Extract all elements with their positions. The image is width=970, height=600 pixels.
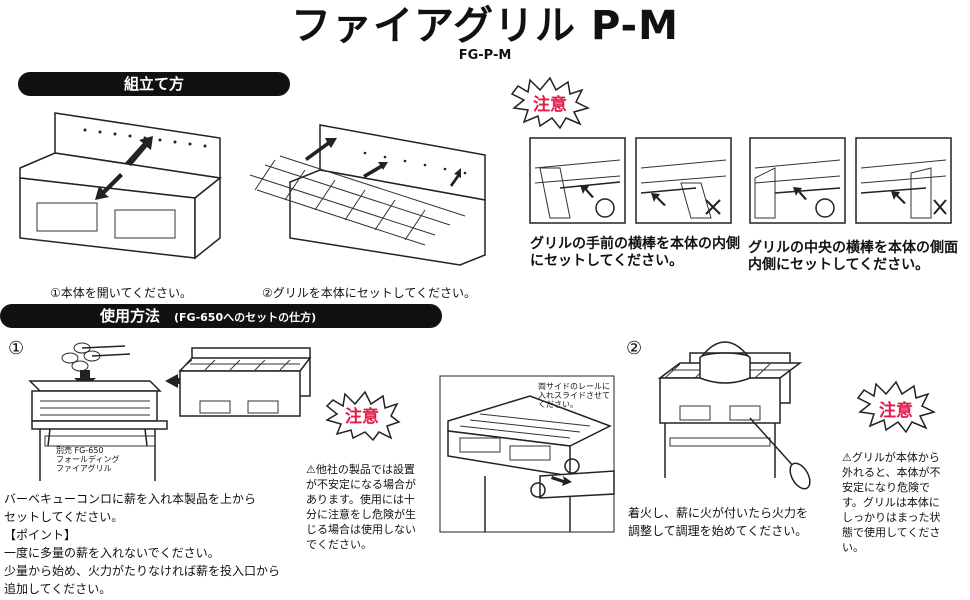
sold-separately-label: 別売 FG-650 フォールディング ファイアグリル (56, 446, 120, 473)
assembly-heading: 組立て方 (123, 75, 184, 93)
step2-illustration (657, 341, 811, 490)
caution-text-middle: ⚠他社の製品では設置 が不安定になる場合が あります。使用には十 分に注意をし危… (306, 463, 416, 551)
step1-text: バーベキューコンロに薪を入れ本製品を上から セットしてください。 【ポイント】 … (4, 492, 281, 596)
rail-slide-illustration (439, 375, 615, 533)
caution-panel-ok-1 (529, 137, 626, 224)
assembly-step1-caption: ①本体を開いてください。 (50, 286, 193, 300)
assembly-step2-illustration (249, 124, 486, 266)
caution-badge-top: 注意 (533, 95, 567, 115)
caution-burst-icon-right (856, 380, 937, 434)
usage-subheading: (FG-650へのセットの仕方) (174, 311, 317, 324)
usage-banner: 使用方法 (FG-650へのセットの仕方) (0, 304, 442, 328)
step1-illustration (28, 342, 312, 481)
caution-note-right: グリルの中央の横棒を本体の側面内側にセットしてください。 (748, 240, 958, 273)
usage-heading: 使用方法 (100, 307, 161, 325)
step2-number: ② (626, 338, 643, 359)
caution-badge-middle: 注意 (345, 407, 379, 427)
caution-badge-right: 注意 (879, 401, 913, 421)
caution-burst-icon (510, 76, 591, 130)
caution-text-right: ⚠グリルが本体から 外れると、本体が不 安定になり危険で す。グリルは本体に し… (842, 451, 941, 554)
assembly-step1-illustration (19, 112, 222, 260)
caution-panel-ng-2 (855, 137, 952, 224)
model-number: FG-P-M (458, 48, 512, 63)
page-title: ファイアグリル P-M (291, 3, 679, 49)
step1-number: ① (8, 338, 25, 359)
assembly-step2-caption: ②グリルを本体にセットしてください。 (262, 286, 477, 300)
step2-text: 着火し、薪に火が付いたら火力を 調整して調理を始めてください。 (628, 506, 809, 538)
caution-burst-icon-middle (325, 390, 401, 442)
caution-panel-ok-2 (749, 137, 846, 224)
slide-label: 両サイドのレールに 入れスライドさせて ください。 (538, 382, 610, 409)
caution-panel-ng-1 (635, 137, 732, 224)
caution-note-left: グリルの手前の横棒を本体の内側にセットしてください。 (530, 236, 740, 269)
assembly-banner: 組立て方 (18, 72, 290, 96)
